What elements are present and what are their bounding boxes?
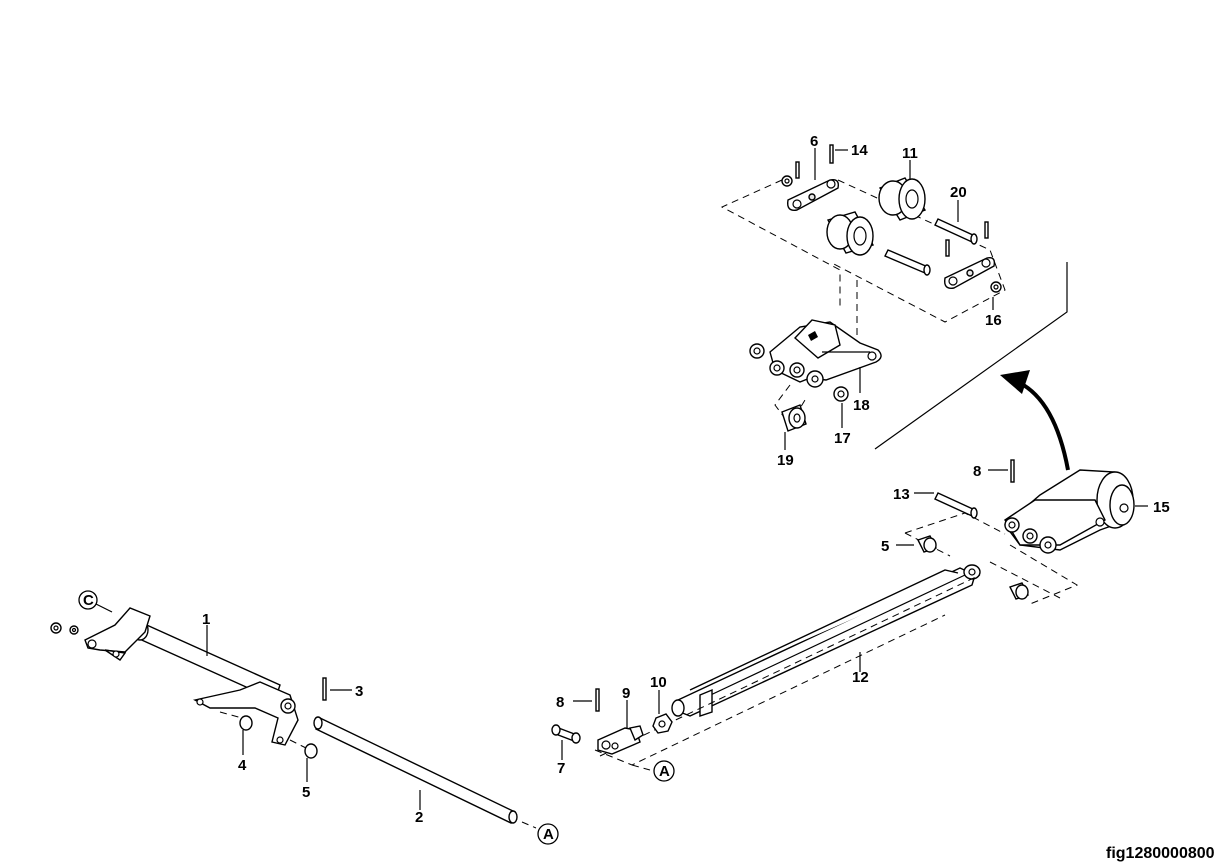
- callout-10: 10: [650, 674, 667, 691]
- cotter-pin-8-right: [1010, 459, 1015, 483]
- callout-5-left: 5: [302, 784, 310, 801]
- callout-5-right: 5: [881, 538, 889, 555]
- callout-16: 16: [985, 312, 1002, 329]
- cotter-pin-mid: [945, 239, 950, 257]
- bushing-5-left: [304, 743, 318, 759]
- leader-lines: [87, 148, 1148, 810]
- callout-8-left: 8: [556, 694, 564, 711]
- roller-bracket-15: [1004, 469, 1135, 554]
- callout-15: 15: [1153, 499, 1170, 516]
- callout-13: 13: [893, 486, 910, 503]
- roller-lower: [826, 211, 875, 256]
- nut-left: [69, 625, 79, 635]
- pin-13: [934, 492, 978, 519]
- callout-2: 2: [415, 809, 423, 826]
- bushing-left: [749, 343, 765, 359]
- bushing-4: [239, 715, 253, 731]
- cotter-pin-3: [322, 677, 327, 701]
- cotter-pin-8-left: [595, 688, 600, 712]
- callout-3: 3: [355, 683, 363, 700]
- link-plate-right: [944, 256, 996, 289]
- cotter-pin-left: [795, 161, 800, 179]
- reference-marker-c: C: [78, 590, 98, 610]
- left-assembly: [50, 607, 537, 829]
- bushing-right-end: [1009, 582, 1029, 600]
- callout-12: 12: [852, 669, 869, 686]
- bushing-17: [833, 386, 849, 402]
- callout-4: 4: [238, 757, 247, 774]
- curved-arrow-icon: [1000, 370, 1070, 471]
- figure-id: fig1280000800: [1106, 845, 1215, 862]
- clevis-9: [597, 725, 644, 755]
- bracket-18: [769, 319, 882, 388]
- left-arm: [84, 607, 151, 661]
- callout-19: 19: [777, 452, 794, 469]
- detail-inset: [720, 144, 1068, 450]
- svg-text:A: A: [543, 826, 554, 843]
- reference-marker-a-right: A: [631, 760, 675, 782]
- callout-6: 6: [810, 133, 818, 150]
- callout-18: 18: [853, 397, 870, 414]
- reference-marker-a-left: A: [537, 823, 559, 845]
- link-plate-top: [787, 178, 840, 211]
- svg-text:C: C: [83, 592, 94, 609]
- callout-1: 1: [202, 611, 210, 628]
- pin-20: [934, 218, 978, 245]
- cotter-pin-14: [829, 144, 834, 164]
- pin-7: [551, 724, 581, 744]
- callout-20: 20: [950, 184, 967, 201]
- pin-lower: [884, 249, 931, 276]
- callout-numbers: 1 2 3 4 5 5 6 7 8 8 9 10 11 12 13 14 15 …: [202, 133, 1170, 826]
- equalizer-beam-12: [671, 564, 981, 717]
- nut-16: [990, 281, 1002, 293]
- callout-7: 7: [557, 760, 565, 777]
- bushing-5-right: [917, 535, 937, 553]
- nut-far-left: [50, 622, 62, 634]
- right-arm: [193, 681, 299, 746]
- svg-text:A: A: [659, 763, 670, 780]
- roller-11: [878, 177, 927, 221]
- callout-8-right: 8: [973, 463, 981, 480]
- callout-9: 9: [622, 685, 630, 702]
- callout-14: 14: [851, 142, 868, 159]
- nut-10: [652, 713, 673, 734]
- callout-11: 11: [902, 145, 918, 162]
- nut-top-left: [781, 175, 793, 187]
- right-assembly: [551, 459, 1135, 766]
- bushing-19: [781, 404, 807, 432]
- shaft-2: [313, 716, 518, 824]
- cotter-pin-right: [984, 221, 989, 239]
- callout-17: 17: [834, 430, 851, 447]
